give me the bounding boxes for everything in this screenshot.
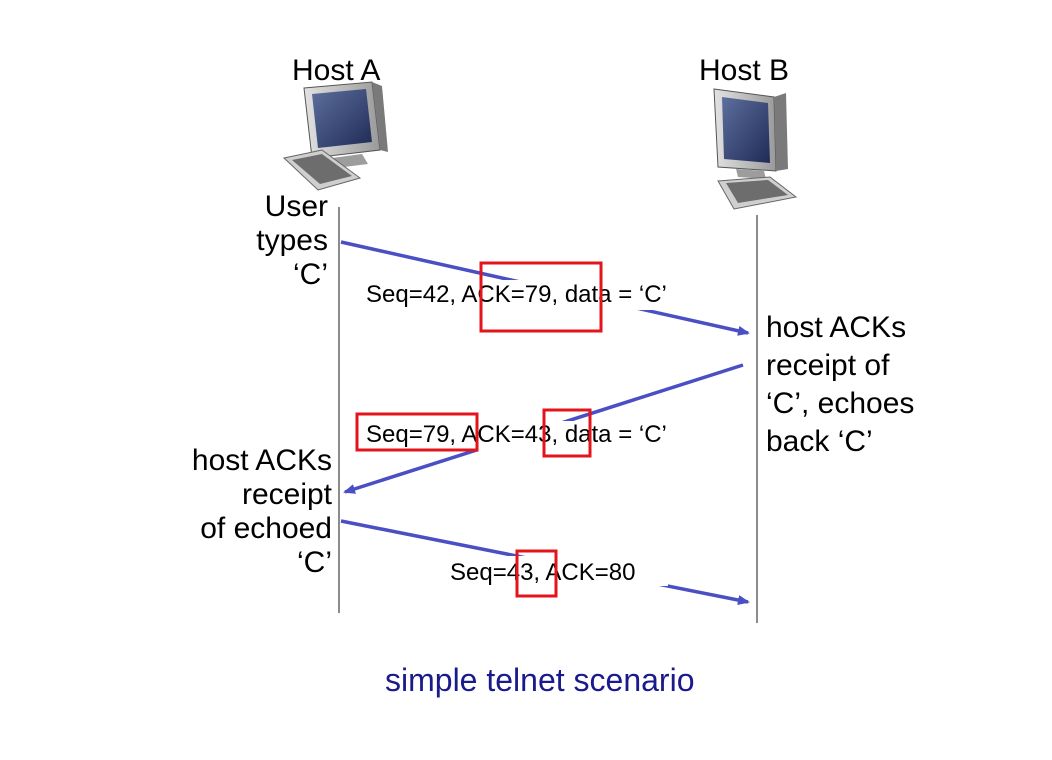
diagram-caption: simple telnet scenario: [385, 662, 695, 698]
host-b-computer-icon: [713, 88, 798, 210]
event-line: ‘C’: [293, 258, 328, 291]
event-line: back ‘C’: [766, 425, 873, 458]
event-host-b-acks: host ACKs receipt of ‘C’, echoes back ‘C…: [766, 309, 914, 461]
event-line: types: [256, 224, 328, 257]
message-1-label: Seq=42, ACK=79, data = ‘C’: [366, 281, 667, 308]
event-line: ‘C’: [297, 546, 332, 579]
event-user-types: User types ‘C’: [256, 190, 328, 292]
event-line: ‘C’, echoes: [766, 387, 915, 420]
event-line: receipt: [241, 478, 332, 511]
event-line: host ACKs: [766, 311, 907, 344]
message-3-label: Seq=43, ACK=80: [450, 559, 636, 586]
event-line: receipt of: [766, 349, 890, 382]
host-b-label: Host B: [699, 54, 790, 87]
event-line: of echoed: [200, 512, 332, 545]
host-a-computer-icon: [282, 81, 388, 191]
event-line: host ACKs: [191, 444, 332, 477]
host-a-label: Host A: [292, 54, 381, 87]
event-line: User: [264, 190, 328, 223]
event-host-a-acks: host ACKs receipt of echoed ‘C’: [192, 444, 332, 580]
message-2-label: Seq=79, ACK=43, data = ‘C’: [366, 421, 667, 448]
